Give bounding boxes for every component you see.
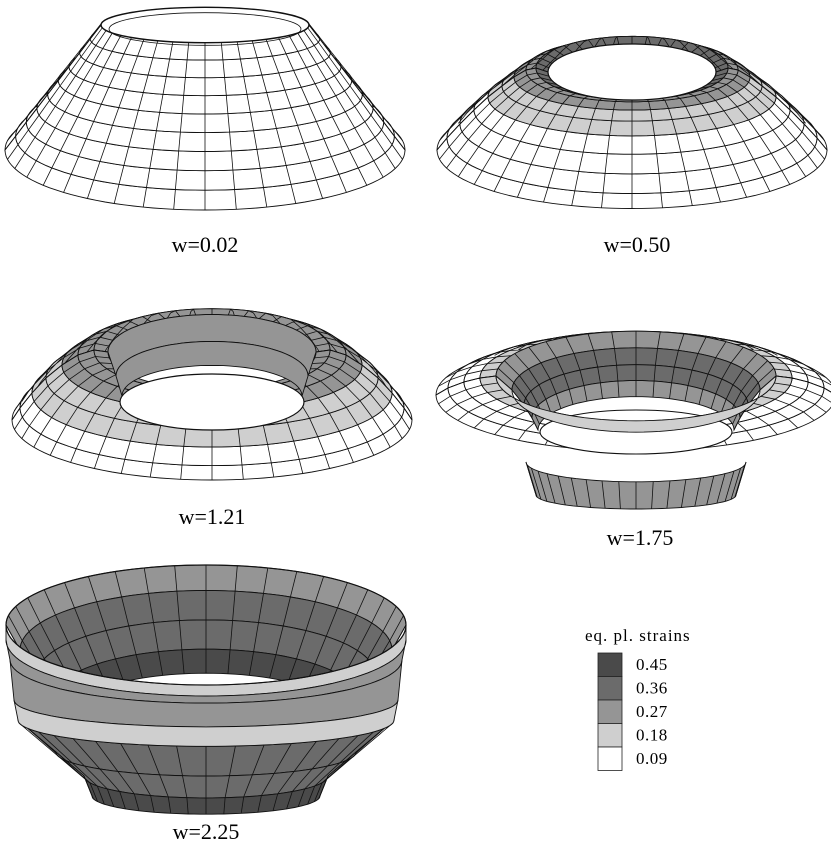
legend-title: eq. pl. strains — [585, 626, 691, 645]
lower-body-mesh-lines — [17, 719, 395, 776]
lower-body-mesh-lines — [55, 751, 357, 798]
mesh-lines — [31, 377, 393, 447]
mesh-lines — [19, 392, 405, 466]
cone-top-opening — [100, 6, 310, 44]
legend-swatch — [597, 676, 623, 701]
strain-legend: eq. pl. strains 0.45 0.36 0.27 0.18 0.09 — [585, 626, 691, 771]
caption-w-2-25: w=2.25 — [173, 819, 240, 844]
caption-w-1-75: w=1.75 — [607, 525, 674, 550]
mesh-lines — [15, 121, 395, 191]
mesh-lines — [57, 66, 353, 114]
lower-body-mesh-lines — [83, 775, 329, 815]
legend-value: 0.18 — [636, 726, 668, 745]
legend-value: 0.45 — [636, 655, 668, 674]
cone-inner-rim — [108, 12, 302, 46]
bowl-mesh-lines — [523, 364, 749, 419]
mesh-lines — [25, 108, 385, 171]
inner-wall-mesh-lines — [5, 565, 407, 651]
top-rim-w-2-25 — [5, 564, 407, 686]
caption-w-0-50: w=0.50 — [604, 232, 671, 257]
shell-renderings — [4, 6, 831, 815]
legend-value: 0.27 — [636, 702, 668, 721]
caption-w-0-02: w=0.02 — [172, 232, 239, 257]
legend-swatch — [597, 746, 623, 771]
mesh-lines — [525, 67, 739, 102]
shell-w-2-25 — [5, 564, 407, 815]
inner-wall-w-1-21 — [107, 314, 317, 431]
mesh-lines — [513, 69, 751, 110]
mesh-lines — [459, 109, 805, 174]
opening-w-0-50 — [547, 43, 717, 101]
mesh-lines — [36, 94, 374, 152]
opening-w-1-21 — [119, 373, 305, 431]
mesh-lines — [501, 76, 763, 122]
cylinder-mesh-lines — [525, 461, 747, 509]
mesh-lines — [446, 123, 818, 194]
legend-items: 0.45 0.36 0.27 0.18 0.09 — [597, 652, 668, 771]
mesh-lines — [79, 38, 331, 78]
legend-swatch — [597, 723, 623, 748]
legend-value: 0.36 — [636, 679, 668, 698]
bowl-front-lip — [495, 374, 777, 433]
legend-swatch — [597, 699, 623, 724]
shell-w-1-75 — [435, 330, 831, 510]
legend-swatch — [597, 652, 623, 677]
mesh-lines — [68, 52, 342, 96]
mesh-lines — [473, 96, 791, 155]
mesh-lines — [487, 85, 777, 136]
caption-w-1-21: w=1.21 — [179, 504, 246, 529]
mesh-lines — [47, 80, 363, 133]
mesh-lines — [89, 24, 321, 60]
rim-band — [13, 699, 399, 747]
legend-value: 0.09 — [636, 749, 668, 768]
bowl-mesh-lines — [511, 347, 761, 406]
